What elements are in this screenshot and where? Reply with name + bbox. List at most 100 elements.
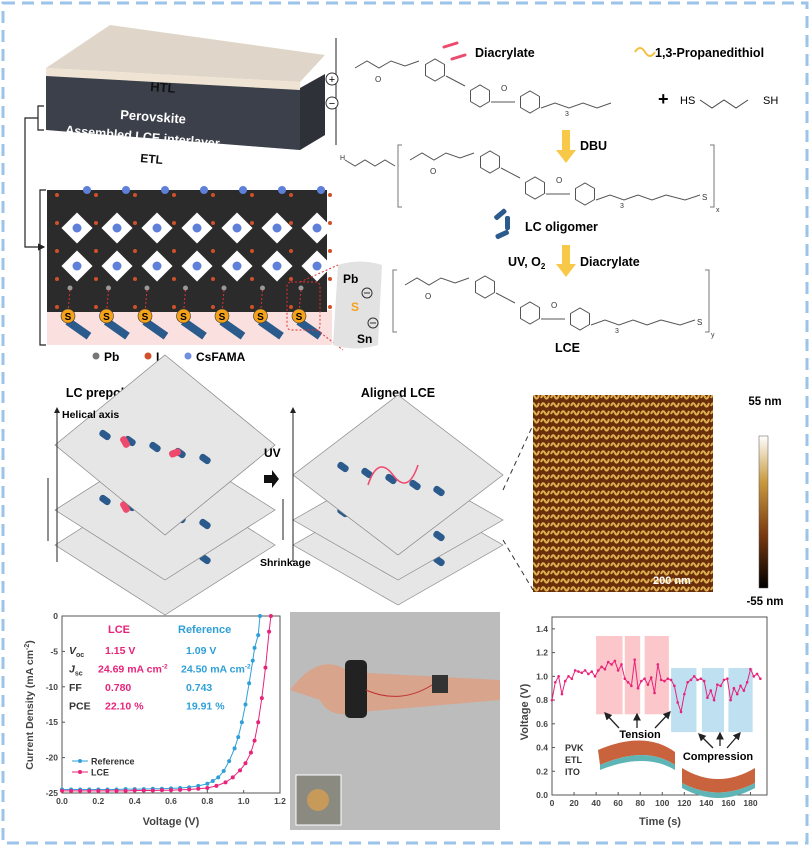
reference-point	[232, 746, 237, 751]
iodide-ion	[55, 249, 59, 253]
y-tick-label: 1.0	[536, 671, 548, 681]
mesogen	[361, 467, 373, 479]
table-row-label: FF	[69, 682, 82, 694]
etl-label: ETL	[140, 151, 164, 167]
iodide-ion	[328, 277, 332, 281]
voltage-point	[732, 686, 736, 690]
voltage-point	[587, 672, 590, 676]
voltage-point	[716, 683, 719, 686]
iodide-ion	[55, 193, 59, 197]
reference-point	[227, 759, 232, 764]
csfama-ion	[112, 261, 122, 271]
reference-point	[216, 775, 221, 780]
iodide-ion	[172, 221, 176, 225]
crosslinker	[120, 501, 130, 513]
lce-value: 22.10 %	[105, 701, 144, 713]
dbu-label: DBU	[580, 139, 607, 153]
iodide-ion	[94, 249, 98, 253]
lce-point	[238, 768, 243, 773]
colorbar-min: -55 nm	[746, 596, 783, 608]
csfama-ion	[152, 223, 162, 233]
x-tick-label: 0.4	[129, 796, 141, 806]
voltage-point	[735, 692, 739, 696]
iodide-ion	[211, 193, 215, 197]
pb-ion	[260, 285, 265, 291]
lc-mesogen	[65, 318, 92, 340]
mesogen	[124, 435, 136, 447]
htl-layer	[46, 25, 325, 82]
lc-mesogen	[103, 318, 130, 340]
lce-point	[243, 761, 248, 766]
sulfur-atom	[253, 308, 268, 324]
mesogen	[99, 494, 111, 506]
voltage-point	[726, 677, 729, 681]
uv-label: UV	[264, 446, 281, 460]
diacrylate-label: Diacrylate	[475, 46, 535, 60]
voltage-point	[557, 675, 560, 678]
table-header-lce: LCE	[108, 624, 130, 636]
lce-point	[60, 788, 64, 793]
csfama-ion	[232, 261, 242, 271]
lc-mesogen	[296, 318, 323, 340]
csfama-ion	[72, 261, 82, 271]
voltage-point	[643, 677, 646, 681]
y-tick-label: -20	[46, 753, 59, 763]
htl-label: HTL	[150, 79, 176, 96]
reference-point	[196, 783, 201, 788]
voltage-point	[613, 659, 617, 663]
x-tick-label: 100	[655, 798, 669, 808]
arm	[290, 664, 500, 715]
iodide-ion	[172, 277, 176, 281]
voltage-point	[689, 678, 693, 682]
x-tick-label: 60	[613, 798, 623, 808]
voltage-point	[759, 677, 762, 681]
csfama-ion	[152, 261, 162, 271]
reference-point	[250, 658, 255, 663]
mesogen	[433, 530, 445, 542]
diacrylate-structure: OO3	[354, 58, 612, 118]
voltage-point	[656, 663, 660, 666]
lce-point	[87, 788, 92, 793]
pb-ion	[183, 285, 188, 291]
iodide-ion	[172, 193, 176, 197]
legend-marker	[78, 759, 82, 763]
subscript-3: 3	[615, 328, 619, 335]
sulfur-atom	[99, 308, 114, 324]
crosslinker	[120, 436, 130, 448]
jv-xlabel: Voltage (V)	[143, 816, 200, 828]
iodide-ion	[328, 249, 332, 253]
iodide-ion	[94, 305, 98, 309]
tension-region	[596, 635, 623, 715]
atom-s: S	[697, 318, 702, 327]
afm-colorbar	[758, 435, 769, 589]
voltage-point	[706, 696, 709, 699]
arrow-icon	[726, 732, 741, 749]
voltage-point	[739, 684, 742, 688]
csfama-ion	[112, 223, 122, 233]
mesogen	[409, 479, 421, 491]
csfama-ion	[278, 186, 286, 194]
y-tick-label: 1.4	[536, 624, 548, 634]
vt-ylabel: Voltage (V)	[519, 683, 531, 740]
legend-marker	[78, 770, 82, 774]
legend-label: CsFAMA	[196, 350, 246, 364]
voltage-point	[712, 698, 716, 702]
perovskite-layer	[46, 74, 300, 150]
voltage-point	[554, 680, 557, 684]
csfama-ion	[83, 186, 91, 194]
lce-point	[248, 750, 253, 755]
lc-layer-plane	[292, 394, 504, 556]
iodide-ion	[94, 221, 98, 225]
voltage-point	[683, 692, 686, 696]
atom-h: H	[340, 155, 345, 162]
electron-icon	[367, 317, 379, 329]
lc-mesogen	[142, 318, 169, 340]
voltage-point	[600, 665, 603, 669]
atom-o: O	[501, 84, 507, 93]
lce-point	[169, 788, 173, 793]
legend-label: Pb	[104, 350, 119, 364]
iodide-ion	[55, 305, 59, 309]
voltage-point	[722, 678, 726, 682]
